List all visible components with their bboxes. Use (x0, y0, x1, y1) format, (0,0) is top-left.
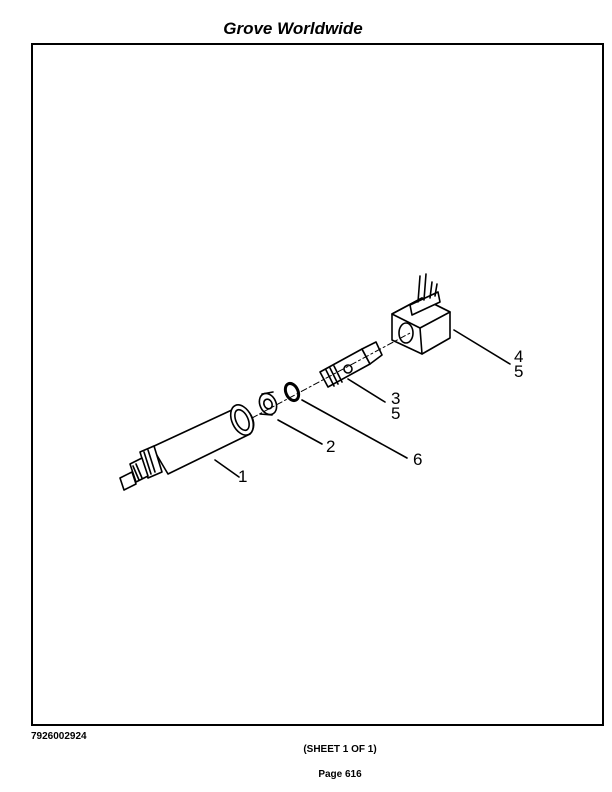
leader-1 (214, 459, 240, 478)
document-number: 7926002924 (31, 731, 87, 742)
diagram-frame: 1 2 3 5 4 5 6 (31, 43, 604, 726)
callout-1: 1 (238, 467, 248, 486)
callout-4: 4 (514, 347, 524, 366)
part-6-o-ring (283, 381, 301, 403)
centerline (251, 331, 413, 419)
callout-6: 6 (413, 450, 423, 469)
leader-2 (277, 419, 323, 445)
leader-3 (347, 378, 386, 403)
callout-4-sub: 5 (514, 362, 524, 381)
part-4-solenoid-coil (391, 273, 451, 355)
callout-3: 3 (391, 389, 401, 408)
page-number: Page 616 (318, 769, 362, 780)
sheet-indicator: (SHEET 1 OF 1) (303, 744, 377, 755)
part-1-cylinder-body (119, 404, 255, 491)
callout-3-sub: 5 (391, 404, 401, 423)
part-2-nut (258, 391, 278, 416)
callout-2: 2 (326, 437, 336, 456)
exploded-parts-diagram (119, 273, 511, 491)
page-title: Grove Worldwide (223, 19, 363, 38)
leader-6 (301, 399, 408, 459)
leader-4 (453, 329, 511, 365)
